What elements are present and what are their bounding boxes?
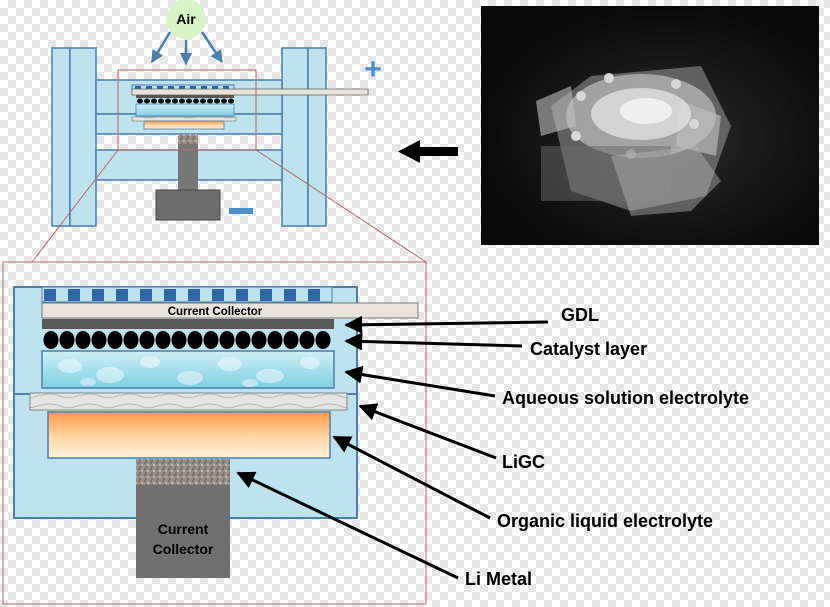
- label-organic-electrolyte: Organic liquid electrolyte: [497, 511, 713, 531]
- cell-photo: [481, 6, 819, 245]
- negative-terminal-sign: [229, 208, 253, 214]
- callouts: GDL Catalyst layer Aqueous solution elec…: [236, 305, 749, 589]
- small-cell-schematic: [51, 47, 369, 227]
- negative-terminal-text: −: [241, 215, 242, 217]
- photo-to-schematic-arrow: [398, 140, 458, 163]
- label-ligc: LiGC: [502, 452, 545, 472]
- label-li-metal: Li Metal: [465, 569, 532, 589]
- top-current-collector-label: Current Collector: [168, 306, 263, 318]
- label-aqueous-electrolyte: Aqueous solution electrolyte: [502, 388, 749, 408]
- zoom-line-right: [255, 149, 427, 263]
- label-gdl: GDL: [561, 305, 599, 325]
- positive-terminal-sign: +: [364, 53, 382, 86]
- bottom-current-collector-label-line1: Current: [158, 521, 209, 537]
- zoom-line-left: [31, 149, 119, 263]
- detailed-cell-cross-section: Current Collector: [13, 286, 419, 578]
- zoom-frame: [2, 261, 427, 605]
- air-inlet: Air: [150, 0, 224, 66]
- bottom-current-collector-label-line2: Collector: [153, 541, 214, 557]
- air-label: Air: [176, 11, 196, 27]
- label-catalyst-layer: Catalyst layer: [530, 339, 647, 359]
